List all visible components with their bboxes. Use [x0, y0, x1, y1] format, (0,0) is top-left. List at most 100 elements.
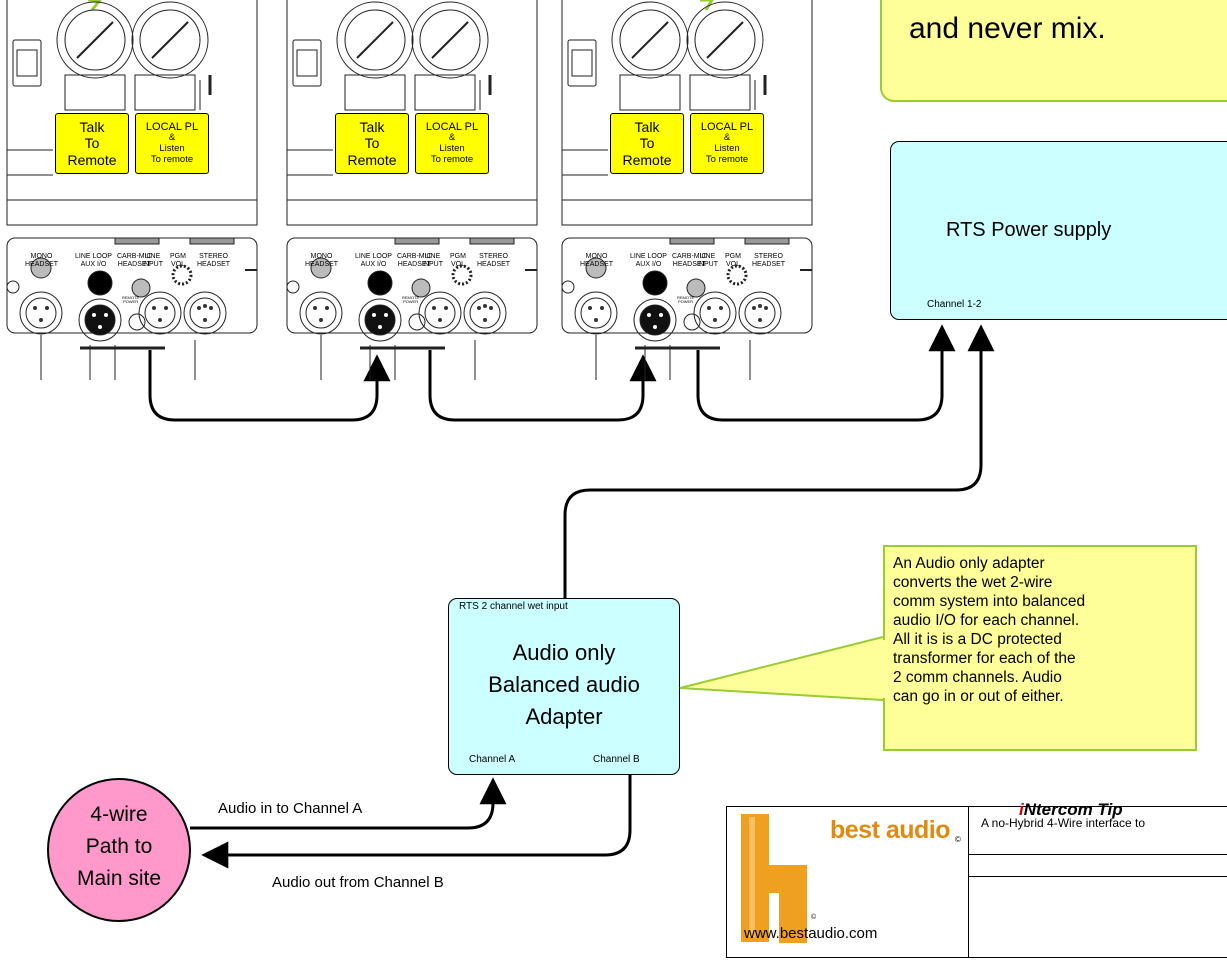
remote-power-label: REMOTE POWER — [122, 295, 140, 305]
local-key-line: To remote — [150, 154, 194, 166]
callout-line: All it is is a DC protected — [893, 631, 1062, 648]
cable-station1-station2 — [148, 350, 391, 422]
callout-line: An Audio only adapter — [893, 555, 1045, 572]
adapter-box: RTS 2 channel wet input Audio only Balan… — [448, 598, 680, 775]
adapter-channel-b: Channel B — [593, 754, 640, 765]
jack-label: LINE LOOP AUX I/O — [630, 253, 667, 268]
local-key-line: Listen — [714, 143, 740, 155]
title-divider-2 — [969, 876, 1227, 877]
jack-label: LINE INPUT — [142, 253, 163, 268]
adapter-channel-a: Channel A — [469, 754, 516, 765]
tip-title: iNtercom Tip — [1019, 800, 1123, 820]
jack-label: MONO HEADSET — [25, 253, 59, 268]
adapter-top-label: RTS 2 channel wet input — [459, 601, 568, 612]
talk-key-line: Remote — [347, 151, 397, 168]
jack-label: LINE LOOP AUX I/O — [75, 253, 112, 268]
best-audio-logo-icon — [741, 814, 807, 943]
cable-station2-station3 — [428, 350, 657, 422]
audio-out-label: Audio out from Channel B — [272, 874, 444, 891]
local-key-line: LOCAL PL — [425, 120, 479, 133]
jack-label: MONO HEADSET — [305, 253, 339, 268]
local-key-line: & — [723, 132, 731, 144]
local-key-line: Listen — [439, 143, 465, 155]
power-supply-box: RTS Power supply Channel 1-2 — [890, 141, 1227, 320]
four-wire-line2: Path to — [85, 835, 153, 858]
logo-copyright: © — [811, 914, 817, 921]
title-divider-1 — [969, 854, 1227, 855]
top-callout: and never mix. — [880, 0, 1227, 102]
logo-cell: best audio © © www.bestaudio.com — [727, 807, 969, 957]
top-callout-pointer-left — [88, 0, 102, 11]
adapter-title-line2: Balanced audio — [488, 672, 640, 697]
jack-label: LINE INPUT — [422, 253, 443, 268]
adapter-callout: An Audio only adapter converts the wet 2-… — [883, 545, 1197, 751]
four-wire-line1: 4-wire — [90, 803, 148, 826]
talk-key-line: To — [639, 135, 655, 152]
beltpack-drawing — [6, 0, 258, 380]
cable-audio-in — [190, 777, 507, 830]
talk-key-line: Remote — [622, 151, 672, 168]
adapter-title-line3: Adapter — [525, 704, 603, 729]
beltpack-drawing — [561, 0, 813, 380]
talk-key-line: Talk — [359, 119, 385, 136]
jack-label: LINE LOOP AUX I/O — [355, 253, 392, 268]
title-cell: iNtercom Tip A no-Hybrid 4-Wire interfac… — [969, 800, 1227, 957]
jack-label: PGM VOL — [170, 253, 186, 268]
brand-copyright: © — [955, 835, 961, 844]
callout-join — [882, 640, 886, 698]
cable-audio-out — [201, 775, 632, 869]
callout-line: can go in or out of either. — [893, 688, 1064, 705]
jack-label: STEREO HEADSET — [197, 253, 231, 268]
talk-key-line: Talk — [79, 119, 105, 136]
callout-line: converts the wet 2-wire — [893, 574, 1053, 591]
callout-line: 2 comm channels. Audio — [893, 669, 1062, 686]
power-supply-title: RTS Power supply — [946, 219, 1112, 241]
audio-in-label: Audio in to Channel A — [218, 800, 363, 817]
callout-line: comm system into balanced — [893, 593, 1086, 610]
brand-name: best audio — [830, 816, 951, 844]
beltpack-drawing — [286, 0, 538, 380]
cable-station3-power — [696, 324, 956, 422]
local-key-line: Listen — [159, 143, 185, 155]
callout-line: audio I/O for each channel. — [893, 612, 1080, 629]
local-key-line: & — [168, 132, 176, 144]
jack-label: CARB-MIC HEADSET — [672, 253, 707, 268]
tip-subtitle: A no-Hybrid 4-Wire interface to — [981, 816, 1146, 830]
jack-label: MONO HEADSET — [580, 253, 614, 268]
adapter-title-line1: Audio only — [512, 640, 616, 665]
local-key-line: & — [448, 132, 456, 144]
talk-key-line: To — [364, 135, 380, 152]
jack-label: STEREO HEADSET — [752, 253, 786, 268]
local-key-line: LOCAL PL — [145, 120, 199, 133]
adapter-callout-text: An Audio only adapter converts the wet 2-… — [893, 554, 1085, 706]
four-wire-circle: 4-wire Path to Main site — [47, 778, 191, 922]
tip-title-rest: Ntercom Tip — [1023, 800, 1123, 819]
top-callout-text: and never mix. — [909, 12, 1106, 45]
local-key-line: To remote — [705, 154, 749, 166]
tip-title-prefix: i — [1019, 800, 1024, 819]
website-url: www.bestaudio.com — [744, 925, 878, 942]
title-block: best audio © © www.bestaudio.com iNterco… — [726, 800, 1227, 958]
jack-label: CARB-MIC HEADSET — [397, 253, 432, 268]
jack-label: STEREO HEADSET — [477, 253, 511, 268]
four-wire-line3: Main site — [76, 867, 162, 890]
talk-key-line: Talk — [634, 119, 660, 136]
jack-label: LINE INPUT — [697, 253, 718, 268]
power-supply-channel: Channel 1-2 — [927, 299, 982, 310]
callout-line: transformer for each of the — [893, 650, 1076, 667]
remote-power-label: REMOTE POWER — [677, 295, 695, 305]
top-callout-pointer-right — [700, 0, 714, 11]
jack-label: PGM VOL — [450, 253, 466, 268]
jack-label: PGM VOL — [725, 253, 741, 268]
talk-key-line: Remote — [67, 151, 117, 168]
talk-key-line: To — [84, 135, 100, 152]
